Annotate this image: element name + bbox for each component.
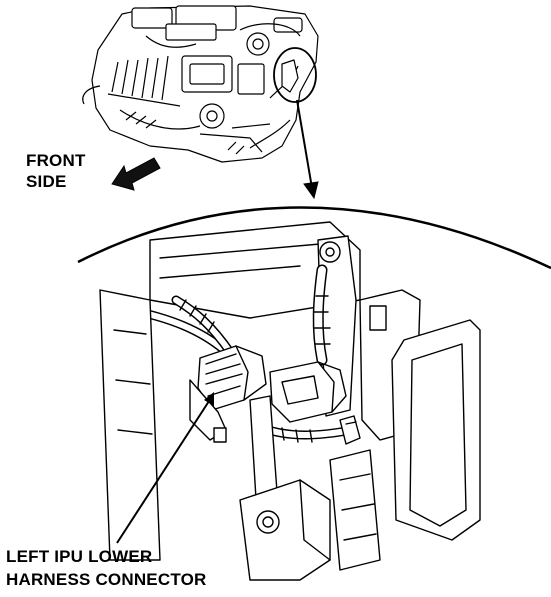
zoom-callout xyxy=(273,47,319,200)
side-label-line: SIDE xyxy=(26,172,67,191)
front-direction-arrow xyxy=(111,157,161,191)
connector-label-line1: LEFT IPU LOWER xyxy=(6,547,153,566)
front-label-line: FRONT xyxy=(26,151,86,170)
front-side-label: FRONT SIDE xyxy=(26,150,86,192)
connector-leader-line xyxy=(116,392,214,544)
connector-label-line2: HARNESS CONNECTOR xyxy=(6,570,207,589)
connector-callout-label: LEFT IPU LOWER HARNESS CONNECTOR xyxy=(6,545,207,591)
connector-detail-illustration xyxy=(99,221,481,581)
engine-overview-illustration xyxy=(82,5,319,163)
detail-boundary-arc xyxy=(77,206,551,270)
